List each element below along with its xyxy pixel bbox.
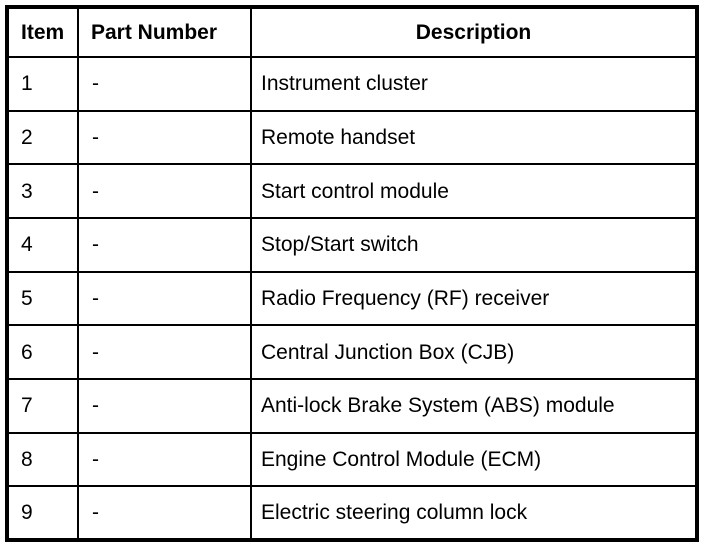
part-number-cell: - bbox=[77, 109, 252, 166]
table-row: 7 - Anti-lock Brake System (ABS) module bbox=[6, 377, 698, 434]
table-row: 1 - Instrument cluster bbox=[6, 56, 698, 112]
description-cell: Central Junction Box (CJB) bbox=[250, 324, 698, 380]
item-cell: 1 bbox=[6, 56, 79, 112]
table-row: 9 - Electric steering column lock bbox=[6, 485, 698, 541]
description-cell: Start control module bbox=[250, 163, 698, 219]
part-number-cell: - bbox=[77, 216, 252, 273]
description-cell: Anti-lock Brake System (ABS) module bbox=[250, 377, 698, 434]
description-cell: Electric steering column lock bbox=[250, 485, 698, 541]
description-cell: Stop/Start switch bbox=[250, 216, 698, 273]
column-header-item: Item bbox=[6, 6, 79, 58]
description-cell: Radio Frequency (RF) receiver bbox=[250, 270, 698, 327]
description-cell: Engine Control Module (ECM) bbox=[250, 431, 698, 488]
part-number-cell: - bbox=[77, 163, 252, 219]
column-header-description: Description bbox=[250, 6, 698, 58]
description-cell: Remote handset bbox=[250, 109, 698, 166]
table-row: 5 - Radio Frequency (RF) receiver bbox=[6, 270, 698, 327]
part-number-cell: - bbox=[77, 485, 252, 541]
part-number-cell: - bbox=[77, 324, 252, 380]
parts-table: Item Part Number Description 1 - Instrum… bbox=[5, 5, 699, 542]
item-cell: 8 bbox=[6, 431, 79, 488]
description-cell: Instrument cluster bbox=[250, 56, 698, 112]
table-row: 8 - Engine Control Module (ECM) bbox=[6, 431, 698, 488]
item-cell: 3 bbox=[6, 163, 79, 219]
item-cell: 9 bbox=[6, 485, 79, 541]
item-cell: 4 bbox=[6, 216, 79, 273]
table-row: 2 - Remote handset bbox=[6, 109, 698, 166]
item-cell: 7 bbox=[6, 377, 79, 434]
table-header-row: Item Part Number Description bbox=[6, 6, 698, 58]
item-cell: 5 bbox=[6, 270, 79, 327]
part-number-cell: - bbox=[77, 56, 252, 112]
part-number-cell: - bbox=[77, 377, 252, 434]
part-number-cell: - bbox=[77, 270, 252, 327]
part-number-cell: - bbox=[77, 431, 252, 488]
table-row: 6 - Central Junction Box (CJB) bbox=[6, 324, 698, 380]
item-cell: 6 bbox=[6, 324, 79, 380]
table-row: 4 - Stop/Start switch bbox=[6, 216, 698, 273]
table-row: 3 - Start control module bbox=[6, 163, 698, 219]
item-cell: 2 bbox=[6, 109, 79, 166]
column-header-part-number: Part Number bbox=[77, 6, 252, 58]
